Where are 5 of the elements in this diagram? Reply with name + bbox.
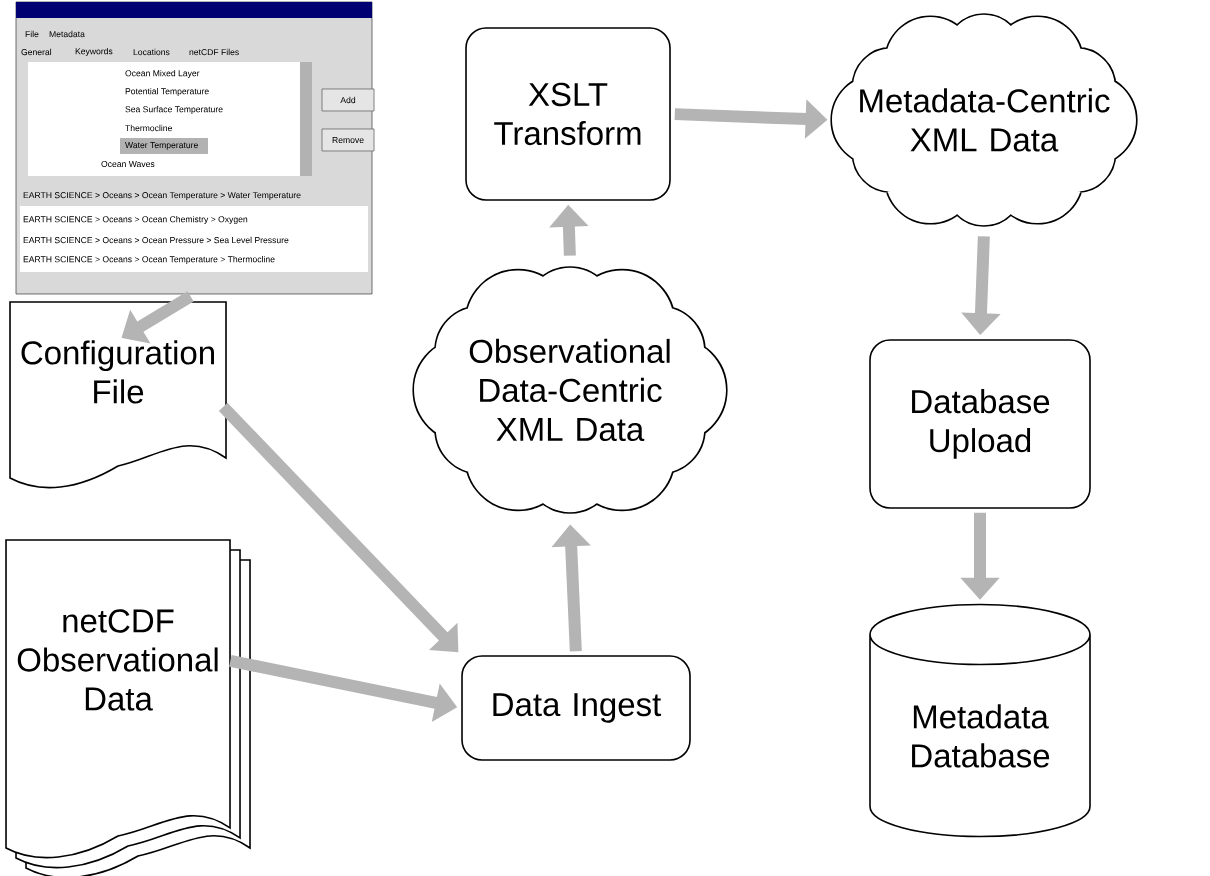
database-cylinder: Metadata Database bbox=[869, 603, 1091, 838]
process-box: Database Upload bbox=[869, 339, 1091, 509]
document-stack: netCDF Observational Data bbox=[5, 539, 251, 876]
process-box: XSLT Transform bbox=[465, 27, 671, 201]
process-box: Data Ingest bbox=[461, 655, 691, 761]
